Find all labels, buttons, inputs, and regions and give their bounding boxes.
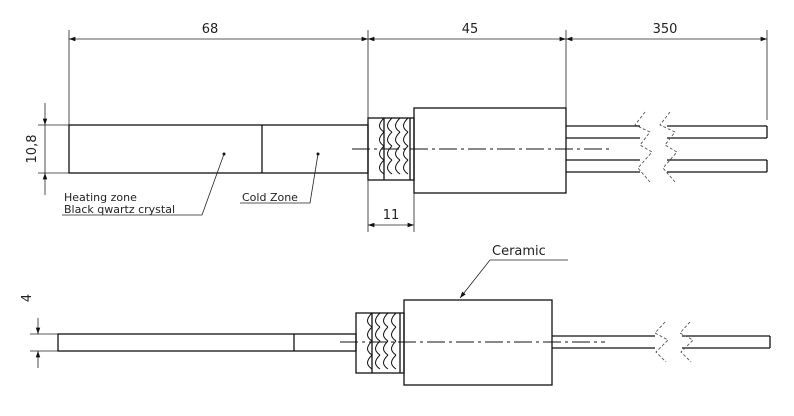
ceramic-leader xyxy=(459,259,568,299)
ceramic-label: Ceramic xyxy=(492,244,546,259)
dimension-350-label: 350 xyxy=(653,22,678,37)
heating-zone-leader xyxy=(62,153,225,216)
cold-zone-leader xyxy=(240,153,319,204)
heater-body xyxy=(68,124,369,174)
thread-section xyxy=(355,312,405,374)
heating-zone-material-label: Black qwartz crystal xyxy=(64,203,175,216)
dimension-thickness-label: 4 xyxy=(20,294,35,302)
break-mark xyxy=(654,321,669,363)
dimension-68-label: 68 xyxy=(202,22,219,37)
break-mark xyxy=(679,321,694,363)
dimension-45-label: 45 xyxy=(462,22,479,37)
cold-zone-label: Cold Zone xyxy=(242,191,298,204)
top-view: 68 45 350 10,8 xyxy=(25,22,768,232)
dimension-diameter-label: 10,8 xyxy=(25,135,40,164)
heating-zone-label: Heating zone xyxy=(64,191,137,204)
side-view: 4 Ceramic xyxy=(20,244,771,386)
thread-pattern xyxy=(379,117,409,175)
break-mark xyxy=(659,111,678,183)
ceramic-cylinder xyxy=(413,107,567,194)
heater-plate xyxy=(57,333,357,352)
break-mark xyxy=(634,111,653,183)
dimension-11-label: 11 xyxy=(383,208,400,223)
thread-pattern xyxy=(367,312,397,370)
